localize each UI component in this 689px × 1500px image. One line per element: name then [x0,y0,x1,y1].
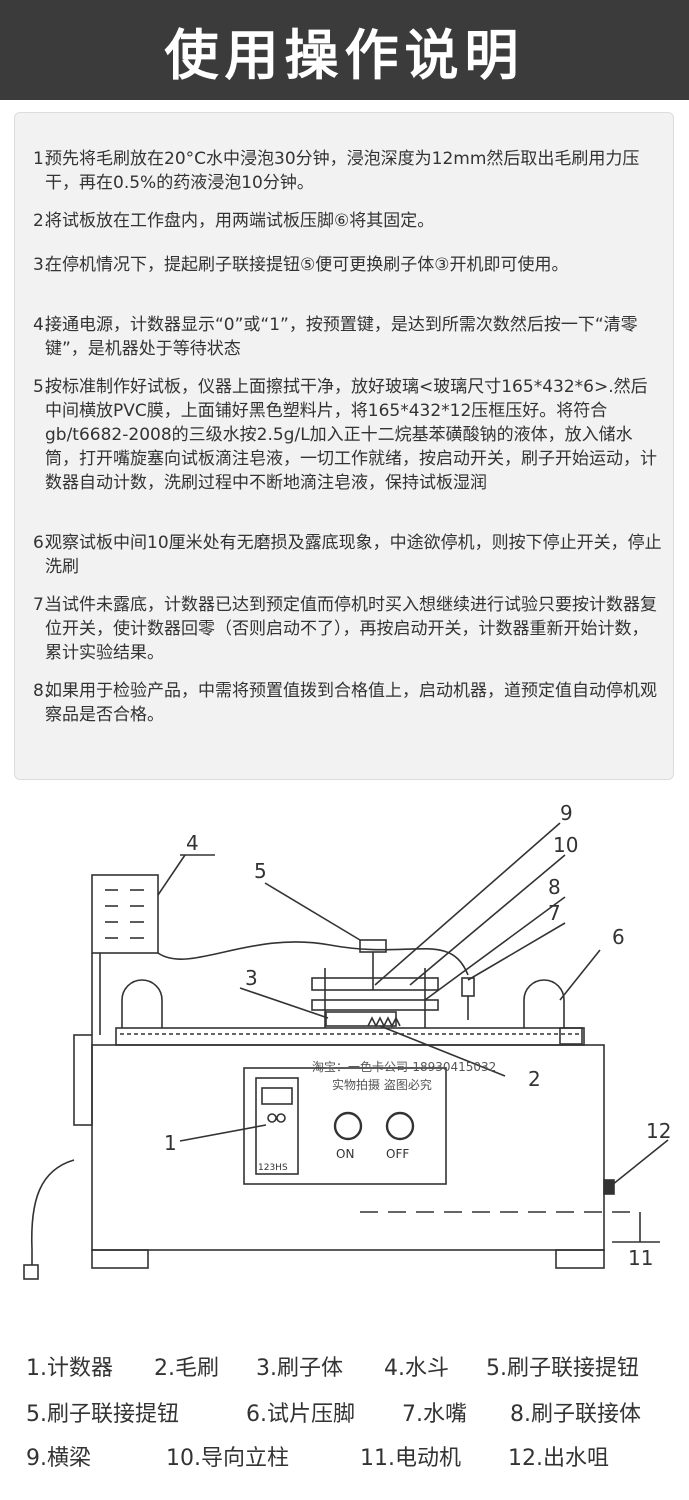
step-text: 当试件未露底，计数器已达到预定值而停机时买入想继续进行试验只要按计数器复位开关，… [45,595,657,663]
step-number: 4. [33,315,50,335]
legend-item: 5.刷子联接提钮 [486,1356,639,1381]
parts-legend: 1.计数器 2.毛刷 3.刷子体 4.水斗 5.刷子联接提钮 5.刷子联接提钮 … [0,1340,689,1490]
callout-7: 7 [548,901,561,925]
legend-item: 12.出水咀 [508,1446,609,1471]
legend-item: 4.水斗 [384,1356,449,1381]
step-text: 如果用于检验产品，中需将预置值拨到合格值上，启动机器，道预定值自动停机观察品是否… [45,681,657,725]
water-outlet [603,1179,615,1195]
legend-item: 8.刷子联接体 [510,1402,641,1427]
step-7: 7.当试件未露底，计数器已达到预定值而停机时买入想继续进行试验只要按计数器复位开… [33,593,663,665]
step-text: 将试板放在工作盘内，用两端试板压脚⑥将其固定。 [45,211,435,231]
legend-item: 3.刷子体 [256,1356,343,1381]
watermark-line-1: 淘宝：一色卡公司-18930415032 [312,1060,496,1074]
step-4: 4.接通电源，计数器显示“0”或“1”，按预置键，是达到所需次数然后按一下“清零… [33,313,663,361]
step-text: 观察试板中间10厘米处有无磨损及露底现象，中途欲停机，则按下停止开关，停止洗刷 [45,533,662,577]
step-2: 2.将试板放在工作盘内，用两端试板压脚⑥将其固定。 [33,209,663,233]
callout-1: 1 [164,1131,177,1155]
step-text: 按标准制作好试板，仪器上面擦拭干净，放好玻璃<玻璃尺寸165*432*6>.然后… [45,377,657,493]
legend-item: 9.横梁 [26,1446,91,1471]
power-cord [30,1159,75,1265]
page-title: 使用操作说明 [164,23,525,87]
power-plug [23,1264,39,1280]
step-number: 5. [33,377,50,397]
instructions-panel: 1.预先将毛刷放在20°C水中浸泡30分钟，浸泡深度为12mm然后取出毛刷用力压… [14,112,674,780]
callout-2: 2 [528,1067,541,1091]
callout-12: 12 [646,1119,671,1143]
step-number: 7. [33,595,50,615]
step-5: 5.按标准制作好试板，仪器上面擦拭干净，放好玻璃<玻璃尺寸165*432*6>.… [33,375,663,495]
step-8: 8.如果用于检验产品，中需将预置值拨到合格值上，启动机器，道预定值自动停机观察品… [33,679,663,727]
off-button [385,1111,415,1141]
callout-8: 8 [548,875,561,899]
machine-diagram: 1 2 3 4 5 6 7 8 9 10 11 12 ON OFF 123HS … [23,801,671,1280]
step-text: 接通电源，计数器显示“0”或“1”，按预置键，是达到所需次数然后按一下“清零键”… [45,315,638,359]
step-text: 在停机情况下，提起刷子联接提钮⑤便可更换刷子体③开机即可使用。 [45,255,569,275]
callout-4: 4 [186,831,199,855]
legend-item: 5.刷子联接提钮 [26,1402,179,1427]
legend-item: 11.电动机 [360,1446,461,1471]
machine-foot-left [91,1249,149,1269]
counter-keys-label: 123HS [258,1163,288,1173]
legend-item: 1.计数器 [26,1356,113,1381]
legend-item: 2.毛刷 [154,1356,219,1381]
callout-3: 3 [245,966,258,990]
machine-foot-right [555,1249,605,1269]
step-number: 2. [33,211,50,231]
step-number: 8. [33,681,50,701]
carriage-bar-top [311,977,439,991]
plate-clamp [559,1027,583,1045]
switch-on-label: ON [336,1147,354,1161]
water-hose [157,941,469,976]
dome-left [121,979,163,1028]
step-6: 6.观察试板中间10厘米处有无磨损及露底现象，中途欲停机，则按下停止开关，停止洗… [33,531,663,579]
side-bracket [73,1034,93,1126]
callout-10: 10 [553,833,578,857]
nozzle [461,977,475,997]
callout-6: 6 [612,925,625,949]
brush-bristles [367,1016,401,1028]
callout-9: 9 [560,801,573,825]
counter-box [255,1077,299,1175]
step-1: 1.预先将毛刷放在20°C水中浸泡30分钟，浸泡深度为12mm然后取出毛刷用力压… [33,147,663,195]
watermark-line-2: 实物拍摄 盗图必究 [332,1077,432,1092]
step-number: 1. [33,149,50,169]
legend-item: 6.试片压脚 [246,1402,355,1427]
dome-right [523,979,565,1028]
step-number: 6. [33,533,50,553]
callout-11: 11 [628,1246,653,1270]
top-plate [115,1027,585,1046]
header-bar: 使用操作说明 [0,0,689,100]
switch-off-label: OFF [386,1147,409,1161]
carriage-bar-bottom [311,999,439,1011]
legend-item: 10.导向立柱 [166,1446,289,1471]
step-text: 预先将毛刷放在20°C水中浸泡30分钟，浸泡深度为12mm然后取出毛刷用力压干，… [45,149,640,193]
step-number: 3. [33,255,50,275]
legend-item: 7.水嘴 [402,1402,467,1427]
on-button [333,1111,363,1141]
callout-5: 5 [254,859,267,883]
water-bucket [91,874,159,954]
step-3: 3.在停机情况下，提起刷子联接提钮⑤便可更换刷子体③开机即可使用。 [33,253,663,277]
control-panel [243,1067,447,1185]
